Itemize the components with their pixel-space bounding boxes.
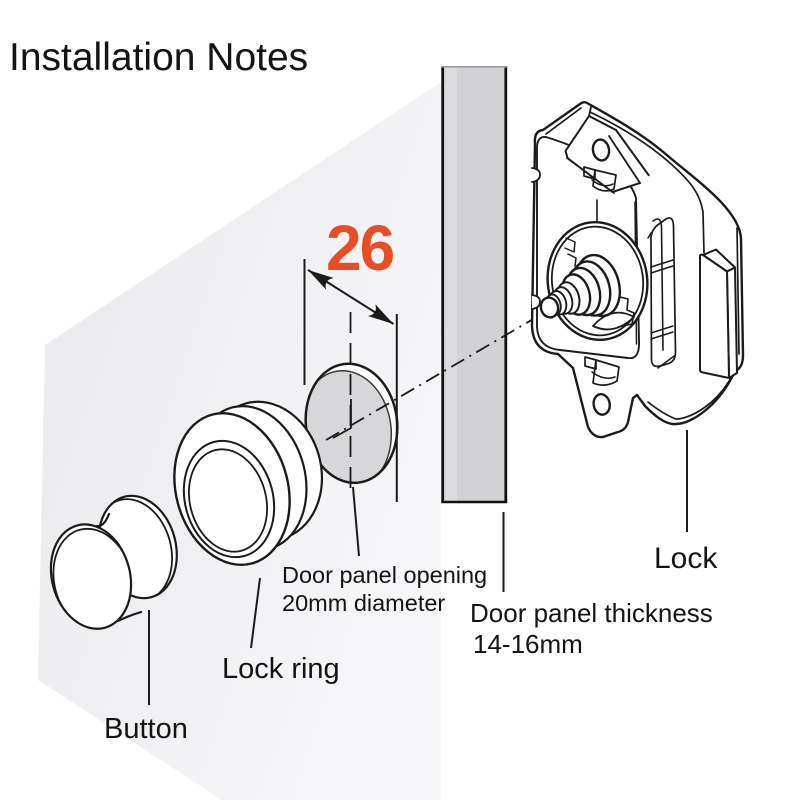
- svg-text:14-16mm: 14-16mm: [473, 629, 583, 659]
- svg-text:20mm diameter: 20mm diameter: [282, 590, 445, 616]
- svg-text:Button: Button: [104, 713, 188, 745]
- svg-text:Lock: Lock: [654, 542, 718, 575]
- svg-text:26: 26: [326, 212, 394, 284]
- svg-text:Lock ring: Lock ring: [222, 653, 340, 685]
- svg-text:Door panel opening: Door panel opening: [282, 562, 487, 588]
- svg-text:Installation Notes: Installation Notes: [9, 36, 308, 79]
- svg-text:Door panel thickness: Door panel thickness: [470, 598, 713, 628]
